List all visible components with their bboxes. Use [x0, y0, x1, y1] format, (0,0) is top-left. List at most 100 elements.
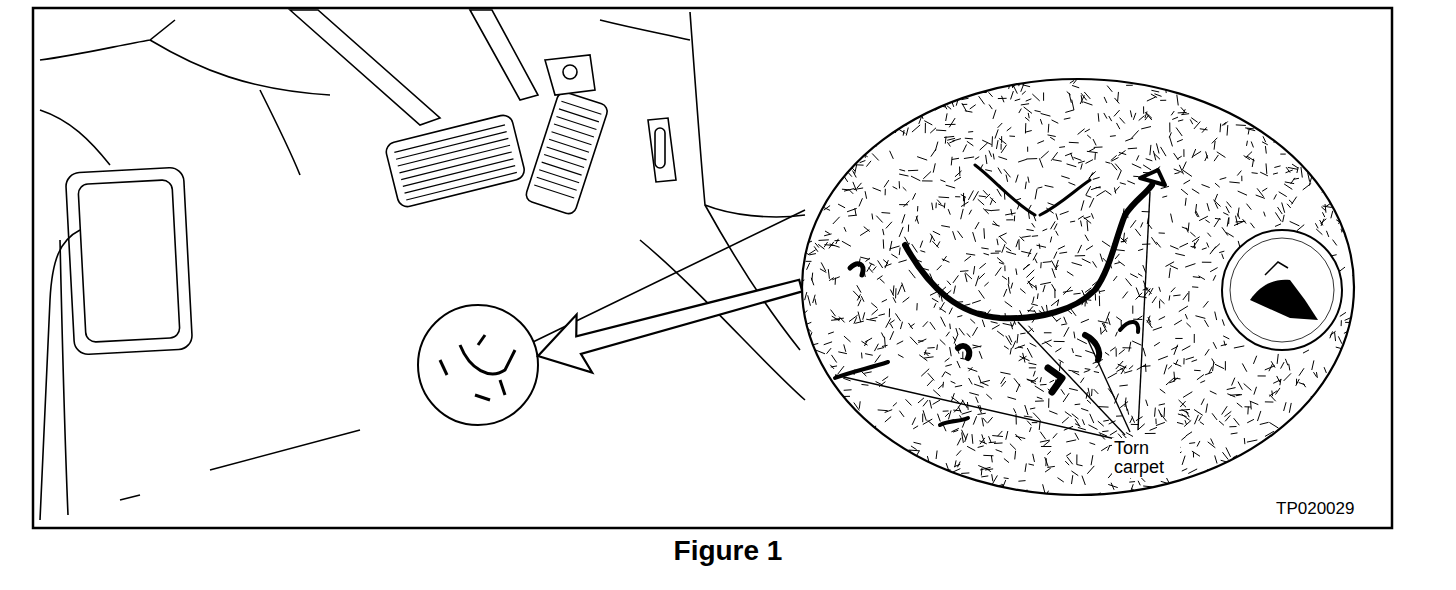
carpet-fiber — [1329, 164, 1331, 171]
carpet-fiber — [1115, 254, 1119, 259]
carpet-fiber — [1004, 346, 1009, 349]
carpet-fiber — [1086, 221, 1088, 231]
carpet-fiber — [967, 446, 975, 450]
carpet-fiber — [1349, 440, 1350, 446]
carpet-fiber — [1115, 186, 1120, 191]
carpet-fiber — [991, 456, 993, 463]
carpet-fiber — [1261, 90, 1266, 98]
carpet-fiber — [836, 239, 839, 244]
carpet-fiber — [1244, 438, 1246, 444]
carpet-fiber — [1120, 402, 1128, 408]
carpet-fiber — [1185, 264, 1195, 268]
carpet-fiber — [1149, 288, 1153, 295]
carpet-fiber — [1205, 155, 1208, 161]
carpet-fiber — [1131, 130, 1138, 138]
carpet-fiber — [828, 332, 834, 334]
carpet-fiber — [1009, 83, 1011, 89]
carpet-fiber — [939, 196, 950, 198]
carpet-fiber — [1205, 372, 1212, 375]
figure-code: TP020029 — [1274, 499, 1356, 519]
carpet-fiber — [1037, 187, 1042, 188]
carpet-fiber — [1336, 177, 1346, 180]
carpet-fiber — [1029, 283, 1037, 288]
carpet-fiber — [1195, 204, 1196, 213]
carpet-fiber — [1312, 98, 1321, 101]
carpet-fiber — [868, 268, 872, 273]
carpet-fiber — [852, 85, 856, 92]
carpet-fiber — [982, 140, 991, 144]
carpet-fiber — [1105, 190, 1111, 194]
carpet-fiber — [1247, 419, 1254, 422]
carpet-fiber — [1058, 478, 1064, 482]
carpet-fiber — [1303, 383, 1306, 387]
carpet-fiber — [1273, 173, 1278, 174]
carpet-fiber — [1238, 382, 1242, 390]
carpet-fiber — [1231, 433, 1238, 434]
carpet-fiber — [1040, 384, 1047, 386]
carpet-fiber — [1200, 422, 1204, 425]
carpet-fiber — [1227, 125, 1229, 135]
carpet-fiber — [876, 216, 882, 223]
carpet-fiber — [1284, 488, 1286, 494]
carpet-fiber — [1014, 216, 1015, 222]
carpet-fiber — [1011, 283, 1013, 289]
carpet-fiber — [1284, 373, 1291, 381]
carpet-fiber — [965, 138, 973, 140]
carpet-fiber — [1308, 172, 1310, 181]
carpet-fiber — [908, 225, 909, 232]
carpet-fiber — [1190, 94, 1193, 98]
carpet-fiber — [930, 128, 936, 133]
carpet-fiber — [1145, 112, 1152, 120]
carpet-fiber — [933, 483, 941, 489]
carpet-fiber — [1095, 294, 1096, 301]
carpet-fiber — [995, 251, 1001, 252]
carpet-fiber — [936, 345, 938, 350]
carpet-fiber — [1004, 477, 1009, 479]
carpet-fiber — [803, 451, 811, 457]
carpet-fiber — [1032, 422, 1038, 423]
carpet-fiber — [1183, 293, 1188, 300]
carpet-fiber — [1170, 246, 1178, 250]
carpet-fiber — [1301, 167, 1302, 178]
carpet-fiber — [1247, 407, 1248, 415]
carpet-fiber — [1326, 231, 1328, 237]
carpet-fiber — [1317, 104, 1322, 107]
carpet-fiber — [1289, 364, 1290, 371]
carpet-fiber — [802, 136, 805, 141]
carpet-fiber — [979, 351, 982, 359]
carpet-fiber — [1178, 112, 1187, 113]
carpet-fiber — [1213, 275, 1216, 280]
carpet-fiber — [1067, 457, 1073, 465]
carpet-fiber — [1151, 237, 1156, 245]
carpet-fiber — [1005, 213, 1016, 215]
carpet-fiber — [918, 398, 924, 403]
carpet-fiber — [1152, 297, 1156, 303]
carpet-fiber — [1325, 468, 1332, 469]
carpet-fiber — [890, 151, 894, 159]
carpet-fiber — [1072, 348, 1073, 353]
carpet-fiber — [866, 319, 876, 321]
carpet-fiber — [869, 263, 875, 266]
carpet-fiber — [933, 231, 940, 235]
carpet-fiber — [1220, 178, 1227, 180]
carpet-fiber — [1333, 475, 1334, 480]
carpet-fiber — [1173, 372, 1175, 381]
carpet-fiber — [1309, 128, 1311, 134]
carpet-fiber — [1290, 95, 1297, 96]
carpet-fiber — [937, 265, 942, 270]
carpet-fiber — [981, 248, 988, 249]
carpet-fiber — [911, 446, 917, 450]
figure-caption: Figure 1 — [674, 535, 783, 567]
carpet-fiber — [1006, 219, 1013, 220]
carpet-fiber — [981, 382, 989, 385]
carpet-fiber — [1316, 396, 1323, 400]
carpet-fiber — [902, 465, 909, 473]
carpet-fiber — [1081, 93, 1087, 100]
carpet-fiber — [1086, 196, 1091, 198]
carpet-fiber — [876, 121, 886, 122]
carpet-fiber — [980, 143, 988, 150]
carpet-fiber — [1197, 441, 1200, 447]
carpet-fiber — [1277, 132, 1278, 141]
carpet-fiber — [1084, 370, 1090, 372]
carpet-fiber — [799, 452, 808, 456]
